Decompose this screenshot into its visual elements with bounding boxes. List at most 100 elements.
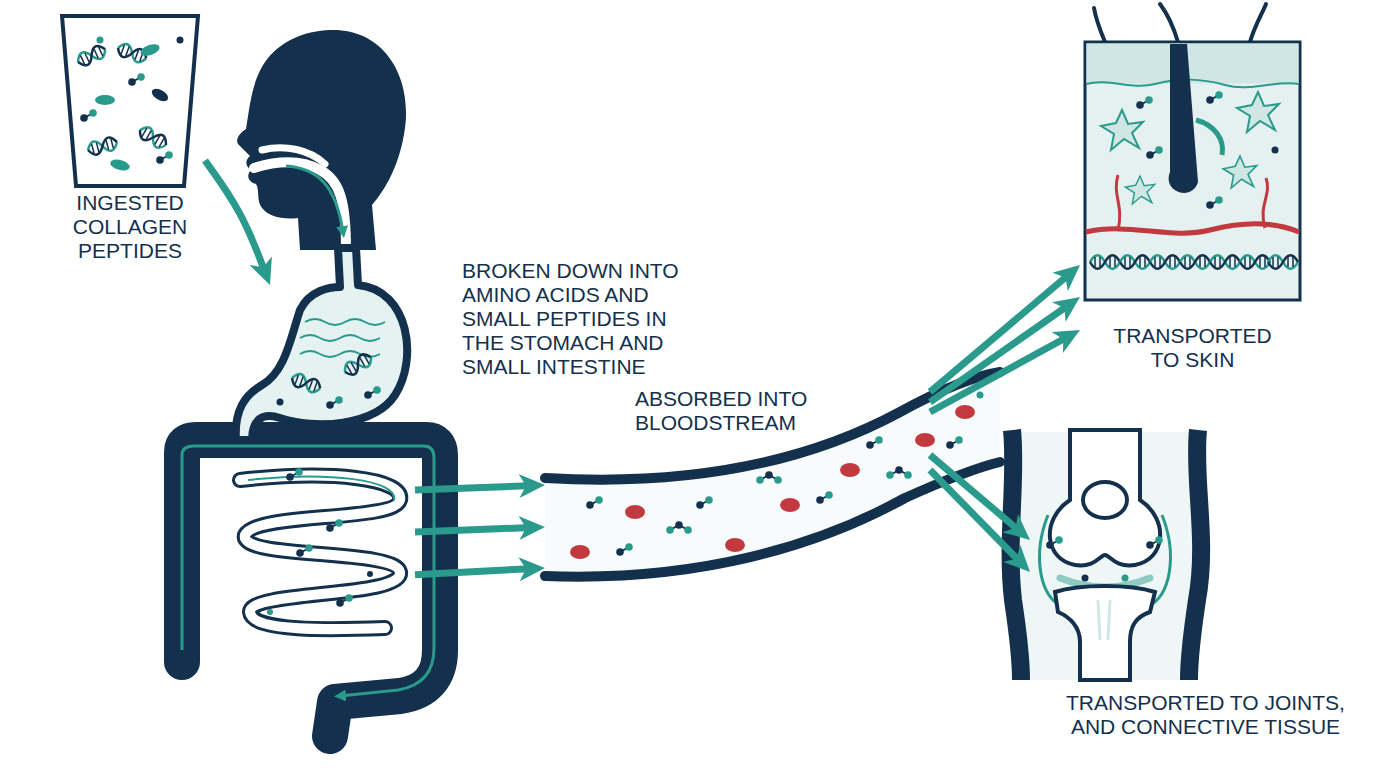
knee-joint-illustration [1189, 430, 1201, 680]
cup-illustration [150, 86, 171, 104]
head-silhouette [237, 30, 406, 250]
stomach [290, 372, 323, 395]
knee-joint: TRANSPORTED TO JOINTS, AND CONNECTIVE TI… [1030, 430, 1362, 745]
small-intestine [240, 476, 400, 629]
skin-illustration [1169, 44, 1198, 193]
ingested-cup: INGESTED COLLAGEN PEPTIDES [55, 16, 205, 267]
blood-vessel [666, 521, 692, 534]
small-intestine [267, 609, 273, 615]
cup-illustration [75, 43, 108, 68]
step-label: ABSORBED INTO BLOODSTREAM [635, 387, 835, 435]
skin-illustration [1087, 44, 1299, 84]
large-intestine [182, 440, 440, 736]
flow-arrow [930, 305, 1069, 402]
skin-illustration [1116, 175, 1119, 230]
skin-illustration [1094, 8, 1105, 42]
flow-arrow [415, 486, 531, 490]
skin-illustration [1125, 176, 1154, 204]
small-intestine [286, 468, 303, 481]
cup-illustration [128, 73, 145, 86]
small-intestine [336, 594, 353, 607]
skin-illustration [1237, 92, 1279, 132]
blood-vessel [586, 496, 603, 509]
skin-illustration [1136, 96, 1153, 109]
skin-illustration [1240, 255, 1270, 269]
skin-illustration [1090, 255, 1120, 269]
cup-illustration [139, 42, 161, 58]
cup-illustration [97, 37, 104, 44]
small-intestine [296, 544, 313, 557]
skin-illustration [1120, 255, 1150, 269]
blood-vessel [570, 545, 590, 559]
flow-arrow [930, 337, 1068, 412]
skin-illustration [1223, 156, 1257, 188]
small-intestine [240, 476, 400, 629]
skin-illustration [1268, 255, 1298, 269]
head-silhouette [237, 30, 406, 250]
knee-joint-illustration [1122, 575, 1129, 582]
cup-illustration [137, 124, 170, 151]
skin-illustration [1101, 110, 1143, 150]
stomach [364, 386, 381, 399]
skin-illustration [1263, 178, 1268, 228]
cup-illustration [80, 109, 97, 122]
blood-vessel [866, 436, 883, 449]
flow-arrow [205, 161, 265, 272]
stomach [305, 319, 385, 325]
blood-vessel [816, 491, 833, 504]
small-intestine [240, 468, 400, 629]
skin-illustration [1160, 4, 1178, 42]
knee-joint-illustration [1050, 430, 1160, 565]
stomach [236, 248, 407, 440]
blood-vessel [725, 538, 745, 552]
skin-illustration [1196, 120, 1223, 155]
large-intestine [182, 440, 440, 736]
blood-vessel [696, 496, 713, 509]
knee-joint-illustration [1083, 482, 1127, 518]
blood-vessel [915, 433, 935, 447]
step-label: INGESTED COLLAGEN PEPTIDES [60, 191, 200, 263]
step-label: BROKEN DOWN INTO AMINO ACIDS AND SMALL P… [462, 259, 694, 379]
small-intestine [248, 477, 394, 500]
blood-vessel [840, 463, 860, 477]
skin-illustration [1180, 255, 1210, 269]
knee-joint-illustration [1011, 430, 1202, 680]
knee-joint-illustration [1098, 600, 1110, 640]
connector-layer [205, 161, 1069, 575]
head-silhouette [286, 166, 343, 232]
knee-joint-illustration [1046, 536, 1063, 549]
cup-illustration [62, 16, 198, 186]
flow-arrow [415, 528, 531, 532]
stomach [326, 396, 343, 409]
skin-illustration [1146, 146, 1163, 159]
blood-vessel [946, 436, 963, 449]
step-label: TRANSPORTED TO SKIN [1105, 324, 1280, 372]
knee-joint-illustration [1082, 575, 1089, 582]
skin-illustration [1206, 91, 1223, 104]
skin-illustration [1086, 80, 1299, 88]
stomach [300, 335, 380, 341]
blood-vessel [545, 462, 1000, 577]
large-intestine [182, 446, 434, 696]
cup-illustration [62, 16, 198, 186]
cup-illustration [109, 158, 131, 173]
stomach [342, 351, 375, 378]
head-silhouette [254, 162, 346, 250]
blood-vessel [625, 505, 645, 519]
cup-illustration [177, 37, 184, 44]
skin-illustration [1085, 42, 1300, 300]
blood-vessel [977, 392, 984, 399]
stomach [277, 399, 284, 406]
small-intestine [326, 519, 343, 532]
stomach [236, 248, 407, 440]
digestive-system: BROKEN DOWN INTO AMINO ACIDS AND SMALL P… [270, 40, 415, 730]
blood-vessel [780, 498, 800, 512]
blood-vessel [756, 471, 782, 484]
skin-illustration [1150, 255, 1180, 269]
skin-illustration [1250, 4, 1266, 42]
blood-vessel [886, 466, 912, 479]
blood-vessel [955, 405, 975, 419]
